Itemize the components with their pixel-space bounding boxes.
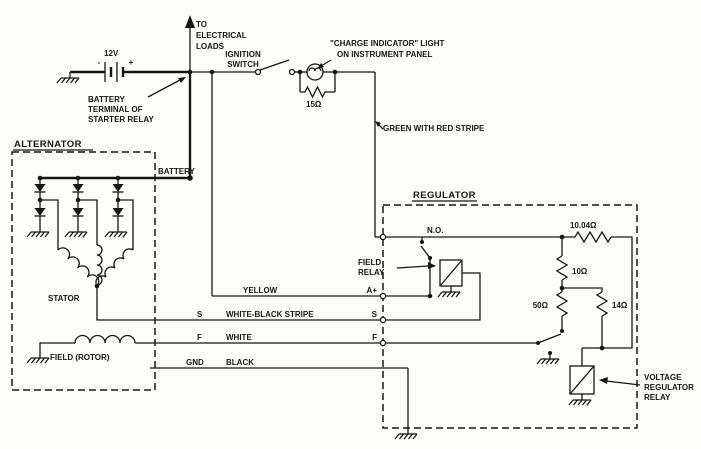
battery-terminal-label-line3: STARTER RELAY	[88, 115, 154, 124]
regulator-s-label: S	[372, 310, 378, 319]
voltage-regulator-relay	[386, 333, 641, 406]
green-wire-label: GREEN WITH RED STRIPE	[383, 124, 485, 133]
loads-label-line3: LOADS	[196, 42, 225, 51]
battery-voltage-label: 12V	[104, 49, 119, 58]
junction-dots	[37, 69, 605, 355]
vr-relay-label-line1: VOLTAGE	[644, 373, 682, 382]
ground-icon	[26, 225, 50, 238]
white-black-wire-label: WHITE-BLACK STRIPE	[226, 310, 314, 319]
field-relay-label-line1: FIELD	[358, 258, 381, 267]
resistor-15ohm	[299, 72, 336, 99]
loads-label-line1: TO	[196, 20, 207, 29]
interconnect-wires	[96, 286, 409, 428]
regulator-supply-line	[386, 230, 633, 349]
stator-label: STATOR	[48, 294, 80, 303]
regulator-resistor-network	[555, 237, 609, 348]
battery-terminal-pointer	[147, 77, 186, 98]
charge-light-label-line2: ON INSTRUMENT PANEL	[337, 50, 433, 59]
battery-minus-sign: -	[98, 58, 101, 67]
no-contact-label: N.O.	[427, 226, 443, 235]
field-rotor-label: FIELD (ROTOR)	[50, 353, 110, 362]
regulator-title: REGULATOR	[413, 190, 476, 201]
ground-icon	[394, 427, 418, 440]
regulator-aplus-terminal	[379, 292, 387, 300]
alternator-s-terminal-label: S	[197, 310, 203, 319]
white-wire-label: WHITE	[226, 333, 252, 342]
stator-windings	[40, 199, 134, 287]
charge-light-label-line1: "CHARGE INDICATOR" LIGHT	[330, 39, 445, 48]
ground-icon	[64, 225, 88, 238]
yellow-wire-label: YELLOW	[243, 286, 278, 295]
ignition-switch-label-line1: IGNITION	[225, 50, 261, 59]
battery-symbol	[104, 62, 125, 82]
green-wire-pointer	[375, 121, 384, 130]
ground-icon	[56, 71, 80, 84]
battery-node-label: BATTERY	[158, 167, 196, 176]
alternator-gnd-terminal-label: GND	[186, 358, 204, 367]
ground-icon	[104, 225, 128, 238]
battery-terminal-label-line1: BATTERY	[88, 95, 126, 104]
resistor-14-label: 14Ω	[612, 301, 628, 310]
ignition-switch-symbol	[254, 59, 296, 76]
resistor-10-label: 10Ω	[572, 267, 588, 276]
ground-icon	[26, 351, 50, 364]
field-relay	[386, 237, 481, 321]
loads-arrowhead	[185, 15, 195, 28]
regulator-box	[382, 204, 638, 429]
alternator-title: ALTERNATOR	[14, 139, 82, 150]
resistor-15-label: 15Ω	[306, 100, 322, 109]
ignition-switch-label-line2: SWITCH	[227, 60, 259, 69]
resistor-50-label: 50Ω	[533, 301, 549, 310]
field-relay-label-line2: RELAY	[358, 268, 385, 277]
regulator-f-terminal	[379, 339, 387, 347]
black-wire-label: BLACK	[226, 358, 254, 367]
resistor-1004-label: 10.04Ω	[570, 221, 597, 230]
regulator-aplus-label: A+	[367, 286, 378, 295]
ground-icon	[437, 285, 461, 298]
regulator-f-label: F	[372, 333, 377, 342]
vr-relay-label-line2: REGULATOR	[644, 383, 694, 392]
alternator-diodes	[26, 178, 128, 238]
alternator-f-terminal-label: F	[197, 333, 202, 342]
battery-plus-sign: +	[129, 58, 134, 67]
vr-relay-label-line3: RELAY	[644, 393, 671, 402]
loads-label-line2: ELECTRICAL	[196, 31, 247, 40]
regulator-ind-terminal	[379, 233, 387, 241]
field-rotor-coil	[26, 334, 136, 364]
top-power-wiring	[38, 15, 380, 297]
regulator-s-terminal	[379, 316, 387, 324]
ground-icon	[568, 393, 592, 406]
battery-terminal-label-line2: TERMINAL OF	[88, 105, 143, 114]
alternator-box	[11, 151, 156, 391]
charge-indicator-lamp	[306, 59, 332, 81]
ground-icon	[536, 352, 560, 365]
